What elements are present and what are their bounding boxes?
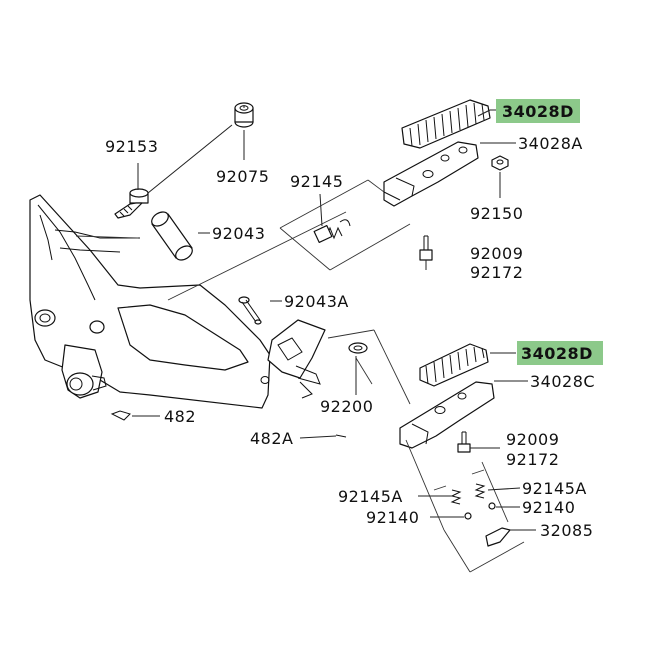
upper-spring-part [313,219,351,243]
bolt-part [114,188,149,219]
label-92150: 92150 [470,204,523,223]
grommet-part [234,102,254,128]
label-34028c: 34028C [530,372,595,391]
label-92172-upper: 92172 [470,263,523,282]
lower-spring-right [474,483,486,499]
assembly-lines [75,179,525,573]
label-92043: 92043 [212,224,265,243]
upper-bolt-part [419,235,433,261]
label-482a: 482A [250,429,293,448]
label-92145: 92145 [290,172,343,191]
label-34028a: 34028A [518,134,583,153]
label-92009-lower: 92009 [506,430,559,449]
lower-spring-left [450,489,462,505]
label-92145a-left: 92145A [338,487,403,506]
pin-part [238,296,262,325]
ball-part-left [464,512,472,520]
frame-bracket [29,194,326,409]
label-92075: 92075 [216,167,269,186]
leader-lines [132,105,536,531]
label-92200: 92200 [320,397,373,416]
label-92153: 92153 [105,137,158,156]
label-92009-upper: 92009 [470,244,523,263]
label-92145a-right: 92145A [522,479,587,498]
label-92043a: 92043A [284,292,349,311]
lower-footpeg-part [399,381,495,449]
collar-part [151,211,193,261]
washer-part [348,342,368,354]
label-32085: 32085 [540,521,593,540]
highlight-box-upper [496,99,580,123]
lower-rubber-part [419,343,489,387]
clip-part [110,410,131,421]
nut-part [491,155,509,171]
label-92172-lower: 92172 [506,450,559,469]
label-34028d-lower: 34028D [521,344,593,363]
label-92140-left: 92140 [366,508,419,527]
small-pin-part [335,434,347,438]
label-482: 482 [164,407,196,426]
part-labels: 34028D 34028A 92153 92075 92145 92150 92… [105,102,595,540]
lower-bolt-part [457,431,471,453]
label-34028d-upper: 34028D [502,102,574,121]
upper-footpeg-part [383,141,479,207]
label-92140-right: 92140 [522,498,575,517]
highlight-box-lower [517,341,603,365]
upper-rubber-part [401,99,491,149]
detent-plate-part [485,527,511,547]
ball-part-right [488,502,496,510]
